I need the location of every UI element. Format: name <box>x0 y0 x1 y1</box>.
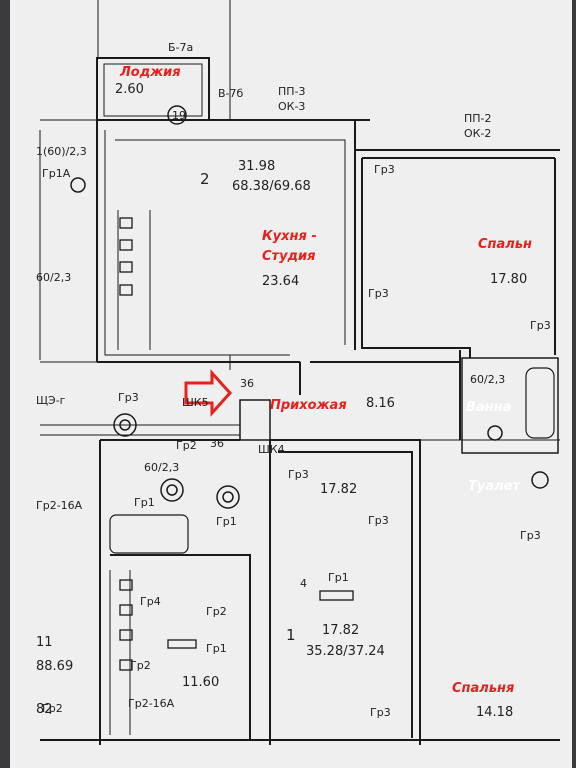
hallway-wall <box>299 350 461 440</box>
plan-sheet <box>10 0 572 768</box>
gr3-f: Гр3 <box>368 514 389 527</box>
loggia-label: Лоджия <box>120 65 181 80</box>
d60-label: 60/2,3 <box>144 461 180 474</box>
left-unit-f: 82 <box>36 702 53 717</box>
bedroom-top-area: 17.80 <box>490 272 528 287</box>
gr4-label: Гр4 <box>140 595 161 608</box>
apt1-number: 1 <box>286 626 296 644</box>
apt1-room-area: 17.82 <box>320 482 358 497</box>
bedroom-top-label: Спальн <box>478 237 533 252</box>
gr1-c: Гр1 <box>328 571 349 584</box>
gr2-d: Гр2 <box>42 702 63 715</box>
gr1-a: Гр1 <box>134 496 155 509</box>
bath-label: Ванна <box>466 400 512 415</box>
apt1-lamp-count: 4 <box>300 577 307 590</box>
bedroom-top-wall <box>355 149 560 358</box>
bedroom-bottom-area: 14.18 <box>476 705 514 720</box>
apt1-living: 17.82 <box>322 623 360 638</box>
gr3-e: Гр3 <box>288 468 309 481</box>
bath-size: 60/2,3 <box>470 373 506 386</box>
bedroom-bottom-label: Спальня <box>452 681 515 696</box>
left-unit-h: ЩЭ-г <box>36 394 66 407</box>
hallway-door: 36 <box>240 377 254 390</box>
ok2-label: ОК-2 <box>464 127 492 140</box>
door-36b: 36 <box>210 437 224 450</box>
pp3-label: ПП-3 <box>278 85 306 98</box>
lower-room-area: 11.60 <box>182 675 220 690</box>
gr2-b: Гр2 <box>206 605 227 618</box>
left-unit-b: Гр1А <box>42 167 71 180</box>
apt2-total: 68.38/69.68 <box>232 179 311 194</box>
shk5-label: ШК5 <box>182 396 209 409</box>
shk4-label: ШК4 <box>258 443 285 456</box>
left-unit-g: 11 <box>36 635 53 650</box>
gr2-16a-lower: Гр2-16А <box>128 697 175 710</box>
axis-b7b: В-7б <box>218 87 244 100</box>
apt1-total: 35.28/37.24 <box>306 644 385 659</box>
loggia-area: 2.60 <box>115 82 144 97</box>
left-unit-e: 88.69 <box>36 659 74 674</box>
gr3-a: Гр3 <box>374 163 395 176</box>
gr1-b: Гр1 <box>216 515 237 528</box>
gr3-b: Гр3 <box>368 287 389 300</box>
circle-19-marker <box>167 105 187 125</box>
gr1-d: Гр1 <box>206 642 227 655</box>
hallway-area: 8.16 <box>366 396 395 411</box>
gr2-c: Гр2 <box>130 659 151 672</box>
left-unit-a: 1(60)/2,3 <box>36 145 87 158</box>
gr2-a: Гр2 <box>176 439 197 452</box>
hallway-arrow <box>184 369 233 417</box>
pp2-label: ПП-2 <box>464 112 492 125</box>
left-unit-c: 60/2,3 <box>36 271 72 284</box>
kitchen-area: 23.64 <box>262 274 300 289</box>
gr3-g: Гр3 <box>370 706 391 719</box>
gr3-d: Гр3 <box>118 391 139 404</box>
bath-wall <box>461 357 559 454</box>
gr3-h: Гр3 <box>520 529 541 542</box>
apt2-living: 31.98 <box>238 159 276 174</box>
ok3-label: ОК-3 <box>278 100 306 113</box>
apt2-number: 2 <box>200 170 210 188</box>
circle-19-label: 19 <box>172 109 186 122</box>
left-unit-d: Гр2-16А <box>36 499 83 512</box>
hallway-label: Прихожая <box>270 398 347 413</box>
gr3-c: Гр3 <box>530 319 551 332</box>
kitchen-label-2: Студия <box>262 249 316 264</box>
toilet-label: Туалет <box>468 479 520 494</box>
axis-b7a: Б-7а <box>168 41 194 54</box>
kitchen-label-1: Кухня - <box>262 229 317 244</box>
kitchen-wall <box>96 119 370 363</box>
